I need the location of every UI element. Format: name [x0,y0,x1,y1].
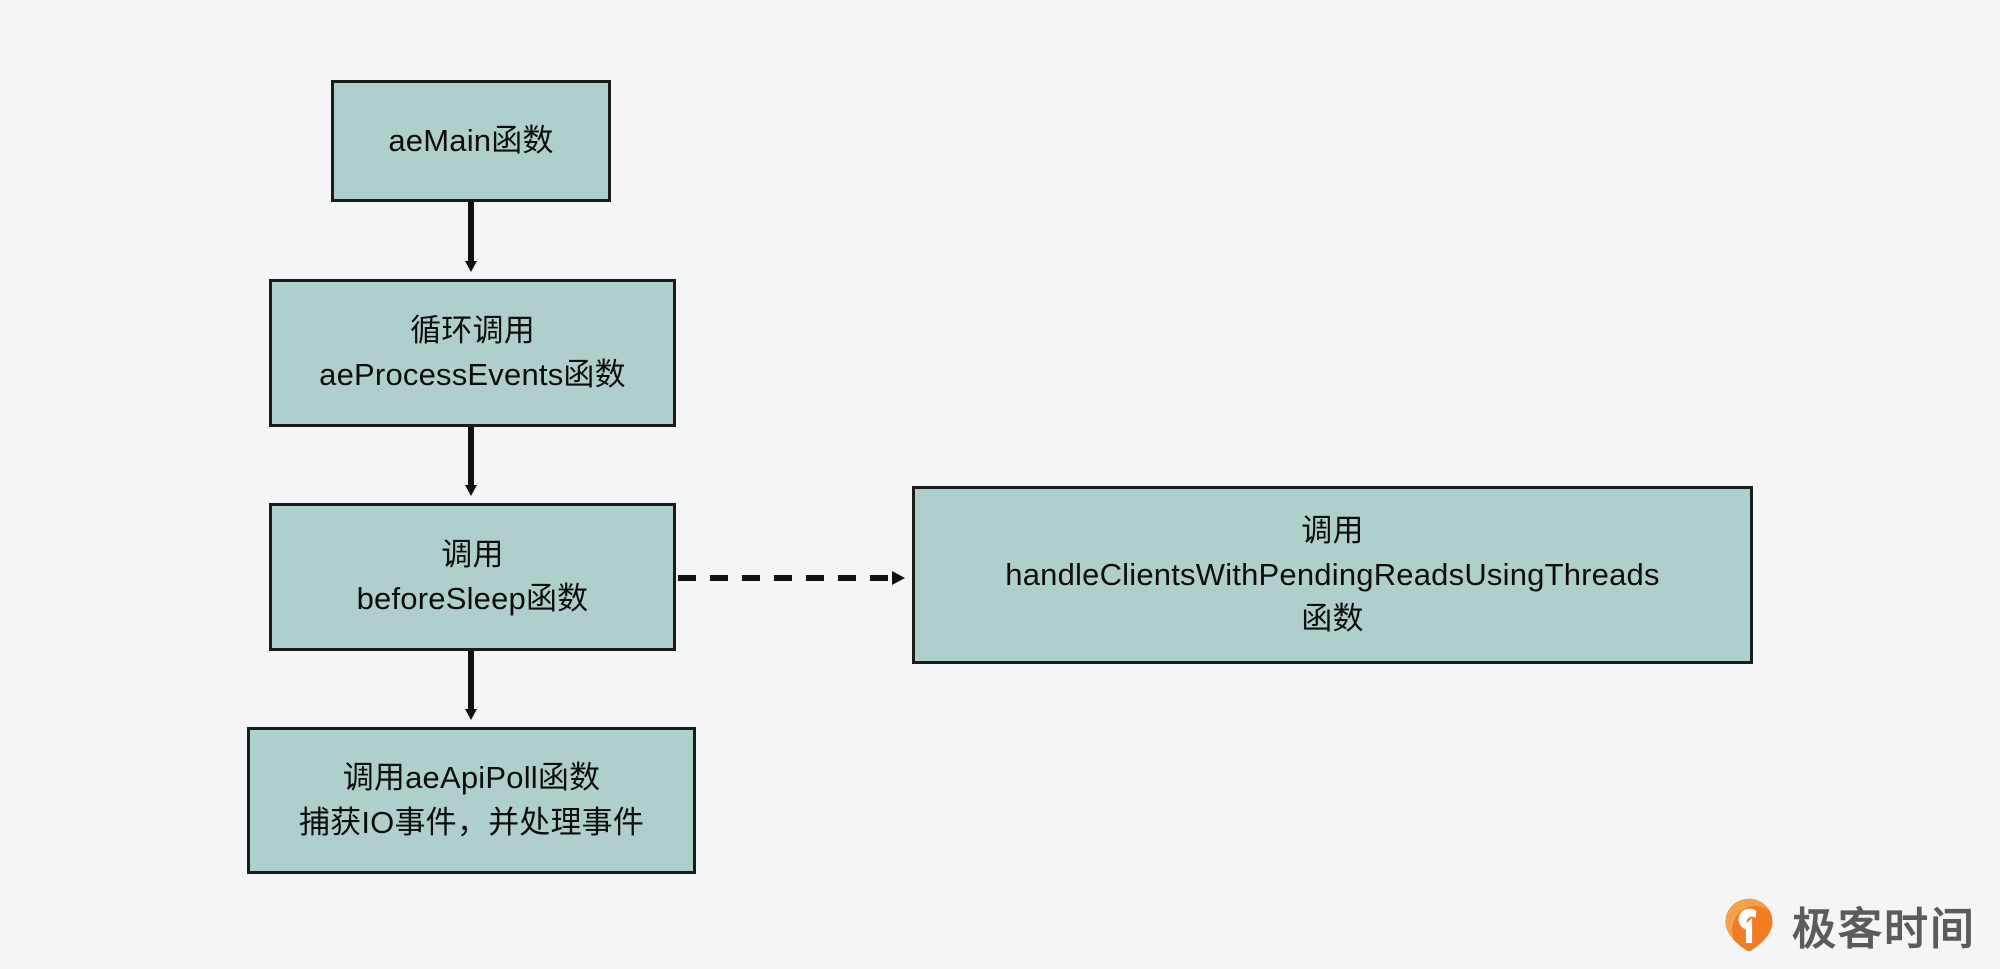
geek-time-pin-icon [1720,896,1778,954]
node-before-sleep[interactable]: 调用 beforeSleep函数 [269,503,676,651]
node-ae-process-events-label: 循环调用 aeProcessEvents函数 [319,312,626,392]
watermark-label: 极客时间 [1792,904,1976,955]
node-before-sleep-label: 调用 beforeSleep函数 [356,536,589,616]
node-ae-api-poll[interactable]: 调用aeApiPoll函数 捕获IO事件，并处理事件 [247,727,696,874]
node-ae-main[interactable]: aeMain函数 [331,80,611,202]
node-ae-api-poll-label: 调用aeApiPoll函数 捕获IO事件，并处理事件 [298,760,645,840]
node-ae-process-events[interactable]: 循环调用 aeProcessEvents函数 [269,279,676,427]
node-handle-clients-label: 调用 handleClientsWithPendingReadsUsingThr… [1005,512,1660,636]
watermark: 极客时间 [1720,893,1976,957]
node-handle-clients-with-pending-reads[interactable]: 调用 handleClientsWithPendingReadsUsingThr… [912,486,1753,664]
node-ae-main-label: aeMain函数 [388,122,554,158]
